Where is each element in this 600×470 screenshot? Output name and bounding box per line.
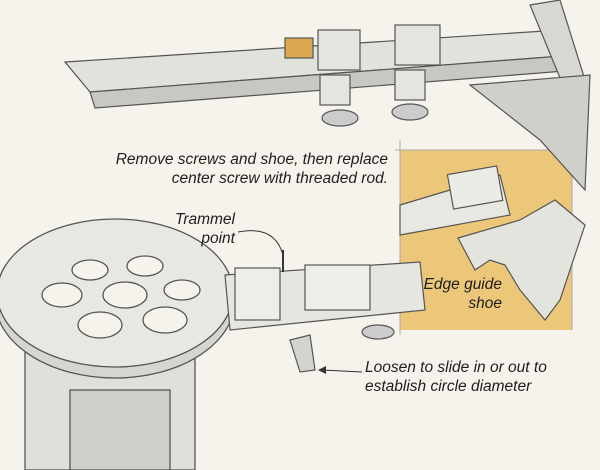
router-base [0, 218, 236, 470]
edge-line-1: Edge guide [423, 276, 502, 293]
loosen-label: Loosen to slide in or out to establish c… [365, 358, 547, 396]
trammel-bar [224, 250, 426, 373]
inset-rod-and-shoe [399, 165, 586, 321]
remove-line-1: Remove screws and shoe, then replace [115, 151, 388, 168]
edge-line-2: shoe [468, 295, 502, 312]
remove-screws-label: Remove screws and shoe, then replace cen… [60, 150, 388, 188]
loosen-line-1: Loosen to slide in or out to [365, 359, 547, 376]
edge-guide-shoe-label: Edge guide shoe [400, 275, 502, 313]
loosen-line-2: establish circle diameter [365, 378, 532, 395]
trammel-point-label: Trammel point [150, 210, 235, 248]
trammel-line-2: point [201, 230, 235, 247]
remove-line-2: center screw with threaded rod. [171, 170, 388, 187]
trammel-leader [237, 230, 284, 256]
edge-guide-rail [63, 0, 591, 192]
loosen-leader [321, 369, 363, 373]
trammel-line-1: Trammel [175, 211, 235, 228]
